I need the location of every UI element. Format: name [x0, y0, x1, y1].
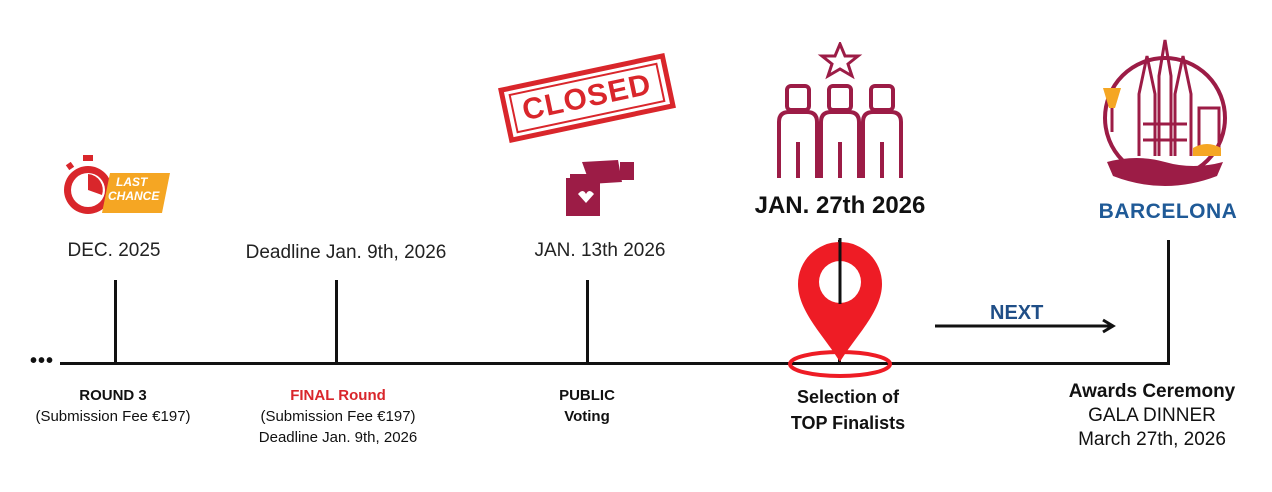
tick-public-voting — [586, 280, 589, 364]
city-barcelona: BARCELONA — [1098, 200, 1238, 223]
closed-stamp-text: CLOSED — [508, 62, 666, 134]
finalists-icon — [777, 42, 903, 178]
detail-final-round: (Submission Fee €197) — [260, 408, 416, 425]
timeline-axis — [60, 362, 1170, 365]
last-chance-line1: LAST — [116, 175, 148, 189]
tick-round3 — [114, 280, 117, 364]
barcelona-icon — [1103, 39, 1227, 186]
title-final-round: FINAL Round — [290, 387, 386, 404]
detail-round3: (Submission Fee €197) — [35, 408, 191, 425]
label-ceremony: Awards Ceremony GALA DINNER March 27th, … — [1069, 380, 1236, 452]
last-chance-badge: LAST CHANCE — [108, 175, 168, 203]
detail2-final-round: Deadline Jan. 9th, 2026 — [258, 429, 418, 446]
label-finalists: Selection of TOP Finalists — [791, 384, 905, 436]
stopwatch-icon — [64, 155, 170, 214]
date-final-round: Deadline Jan. 9th, 2026 — [245, 242, 447, 263]
title-finalists: Selection of — [796, 387, 899, 407]
date-finalists: JAN. 27th 2026 — [754, 192, 926, 219]
tick-ceremony — [1167, 240, 1170, 364]
tick-final-round — [335, 280, 338, 364]
location-pin-icon — [788, 238, 892, 378]
label-final-round: FINAL Round (Submission Fee €197) Deadli… — [259, 385, 417, 448]
title2-finalists: TOP Finalists — [790, 413, 906, 433]
last-chance-line2: CHANCE — [108, 189, 160, 203]
ballot-box-icon — [566, 160, 634, 216]
title-public-voting: PUBLIC — [559, 387, 615, 404]
title2-public-voting: Voting — [564, 408, 610, 425]
detail-ceremony: GALA DINNER — [1088, 405, 1216, 426]
closed-stamp-icon: CLOSED — [498, 52, 676, 144]
detail2-ceremony: March 27th, 2026 — [1078, 429, 1226, 450]
title-round3: ROUND 3 — [79, 387, 147, 404]
next-label: NEXT — [990, 302, 1044, 324]
label-round3: ROUND 3 (Submission Fee €197) — [35, 385, 190, 427]
label-public-voting: PUBLIC Voting — [559, 385, 615, 427]
date-round3: DEC. 2025 — [67, 240, 161, 261]
arrow-right-icon — [935, 318, 1116, 334]
title-ceremony: Awards Ceremony — [1068, 381, 1236, 402]
timeline-ellipsis: ••• — [30, 350, 55, 372]
date-public-voting: JAN. 13th 2026 — [534, 240, 666, 261]
